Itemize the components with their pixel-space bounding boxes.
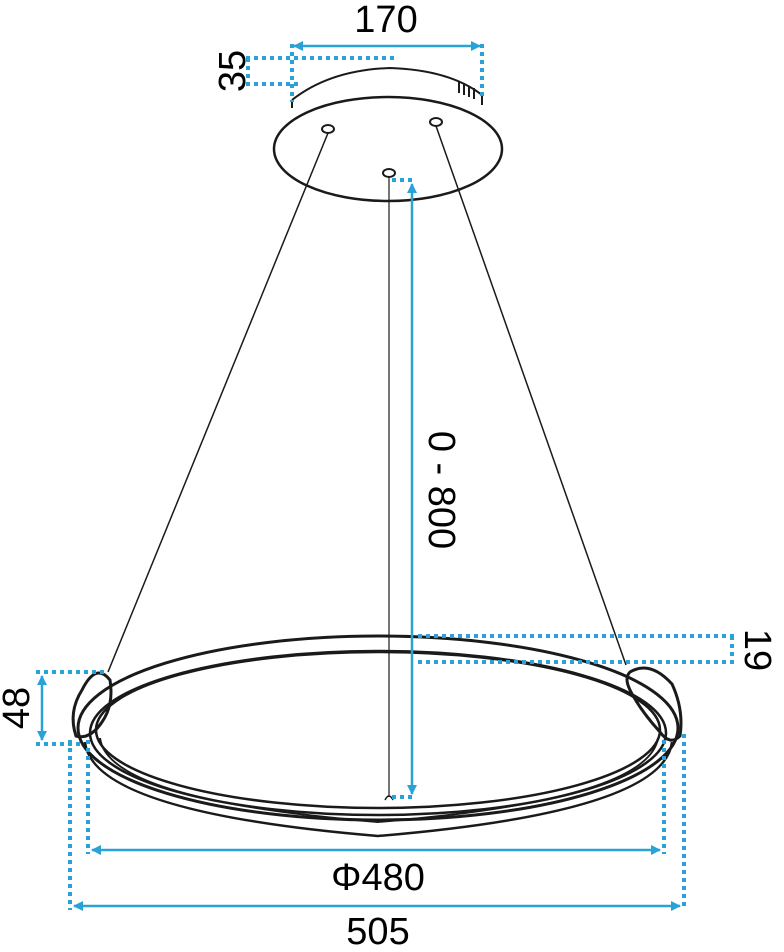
label-overall-width: 505 [346, 911, 409, 952]
label-canopy-width: 170 [354, 0, 417, 41]
ring-outer-rim [76, 634, 680, 822]
label-suspension-length: 0 - 800 [420, 431, 462, 549]
ring-lower-band-inner [99, 737, 659, 824]
dimension-suspension-length: 0 - 800 [392, 178, 462, 799]
dimension-ring-height: 48 [0, 670, 104, 746]
ring-inner-rim [94, 650, 662, 810]
canopy-vents [458, 82, 475, 99]
dimension-inner-diameter: Φ480 [86, 740, 666, 899]
cable-grommet-right [429, 117, 443, 127]
label-canopy-height: 35 [212, 50, 254, 92]
cable-grommet-left [321, 124, 335, 134]
dimension-canopy-height: 35 [212, 50, 398, 92]
dimension-ring-thickness: 19 [418, 629, 778, 671]
dimension-overall-width: 505 [68, 734, 686, 952]
canopy-face [272, 95, 504, 203]
dimension-canopy-width: 170 [290, 0, 484, 102]
ceiling-canopy [272, 66, 504, 203]
ring-lower-band [83, 741, 674, 838]
power-cable-connector [384, 795, 394, 801]
led-ring [71, 634, 683, 838]
label-ring-height: 48 [0, 687, 38, 729]
label-inner-diameter: Φ480 [331, 857, 425, 899]
label-ring-thickness: 19 [736, 629, 778, 671]
wire-left [107, 132, 329, 673]
ring-hanger-right [625, 666, 683, 742]
wire-right [435, 125, 627, 666]
suspension-wires [107, 125, 627, 801]
cable-grommet-center [382, 168, 396, 178]
